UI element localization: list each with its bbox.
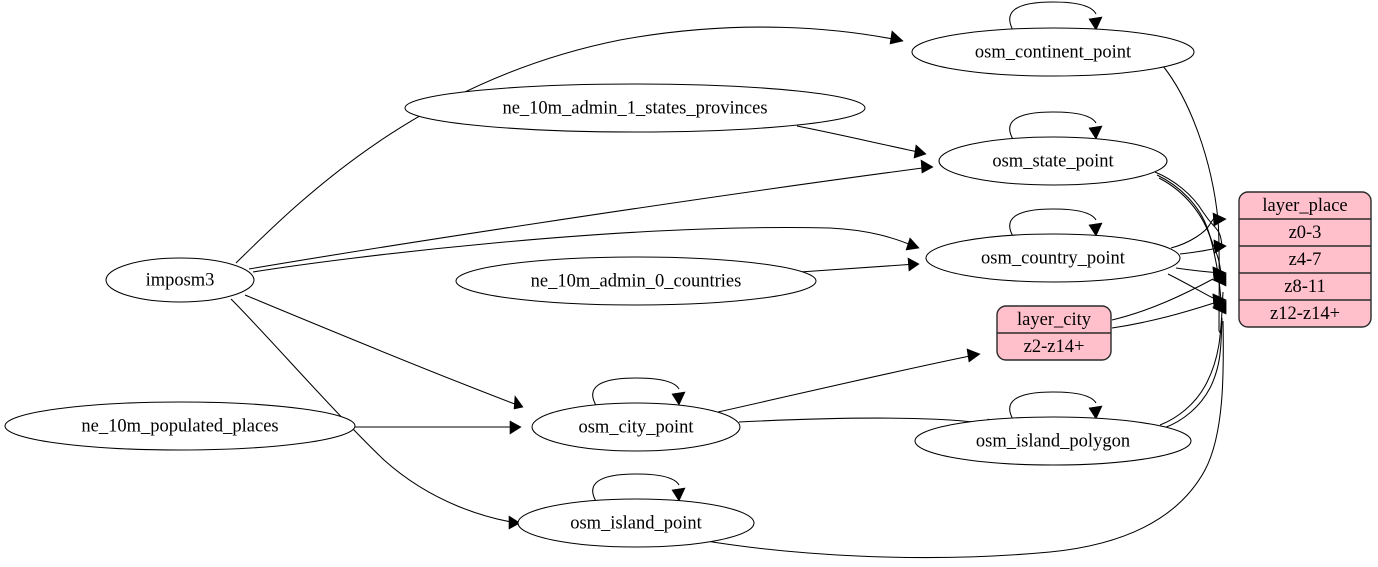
record-row-layer_place-z4-7[interactable]: z4-7	[1289, 250, 1322, 270]
edge-imposm3-to-osm_city_point	[244, 294, 524, 410]
edge-ne_10m_populated_places-to-osm_city_point	[355, 420, 522, 435]
edge-imposm3-to-osm_continent_point	[235, 26, 904, 264]
node-osm_city_point[interactable]: osm_city_point	[531, 402, 741, 452]
node-ellipse-osm_island_polygon[interactable]	[914, 416, 1192, 466]
record-layer_place[interactable]: layer_place z0-3 z4-7 z8-11 z12-z14+	[1238, 191, 1372, 328]
edges-layer	[230, 1, 1227, 559]
node-ellipse-osm_state_point[interactable]	[938, 136, 1168, 186]
node-label-imposm3: imposm3	[146, 270, 215, 290]
edge-osm_island_point-to-layer_place-z12-z14	[699, 301, 1227, 559]
node-ellipse-osm_continent_point[interactable]	[911, 27, 1195, 77]
edge-ne_10m_admin_1_states_provinces-to-osm_state_point	[796, 125, 927, 159]
edge-self-osm_country_point	[1009, 208, 1103, 239]
nodes-layer: imposm3 ne_10m_populated_places ne_10m_a…	[4, 27, 1195, 548]
edge-osm_country_point-to-layer_place-z4-7	[1179, 239, 1227, 255]
node-osm_state_point[interactable]: osm_state_point	[938, 136, 1168, 186]
edge-osm_city_point-to-layer_city-z2-z14	[717, 348, 981, 413]
node-label-osm_island_polygon: osm_island_polygon	[976, 431, 1130, 451]
node-ne_10m_admin_0_countries[interactable]: ne_10m_admin_0_countries	[455, 256, 817, 306]
node-ellipse-osm_country_point[interactable]	[925, 233, 1181, 283]
node-osm_country_point[interactable]: osm_country_point	[925, 233, 1181, 283]
node-label-osm_island_point: osm_island_point	[570, 513, 702, 533]
node-label-ne_10m_admin_1_states_provinces: ne_10m_admin_1_states_provinces	[502, 98, 767, 118]
edge-imposm3-to-osm_island_point	[230, 298, 521, 530]
node-label-ne_10m_admin_0_countries: ne_10m_admin_0_countries	[531, 271, 742, 291]
record-box-layer_place[interactable]	[1238, 191, 1372, 328]
record-row-layer_city-header: layer_city	[1017, 310, 1092, 330]
edge-layer_city-to-layer_place-z12-z14	[1111, 293, 1227, 329]
node-ellipse-ne_10m_admin_1_states_provinces[interactable]	[404, 83, 866, 133]
node-ne_10m_populated_places[interactable]: ne_10m_populated_places	[4, 401, 356, 451]
record-row-layer_place-z12-z14[interactable]: z12-z14+	[1270, 304, 1340, 324]
edge-self-osm_island_point	[592, 473, 686, 504]
node-label-osm_city_point: osm_city_point	[578, 417, 694, 437]
node-ellipse-ne_10m_admin_0_countries[interactable]	[455, 256, 817, 306]
edge-self-osm_continent_point	[1009, 1, 1103, 33]
node-label-ne_10m_populated_places: ne_10m_populated_places	[81, 416, 278, 436]
edge-self-osm_state_point	[1009, 111, 1103, 142]
record-row-layer_city-z2-z14[interactable]: z2-z14+	[1024, 337, 1085, 357]
edge-imposm3-to-osm_country_point	[252, 227, 920, 273]
node-osm_island_polygon[interactable]: osm_island_polygon	[914, 416, 1192, 466]
node-ellipse-osm_island_point[interactable]	[517, 498, 755, 548]
edge-osm_island_polygon-to-layer_place-z12-z14	[1163, 300, 1227, 429]
node-label-osm_state_point: osm_state_point	[992, 151, 1114, 171]
node-osm_island_point[interactable]: osm_island_point	[517, 498, 755, 548]
edge-self-osm_island_polygon	[1009, 391, 1103, 422]
record-row-layer_place-z8-11[interactable]: z8-11	[1284, 277, 1325, 297]
node-osm_continent_point[interactable]: osm_continent_point	[911, 27, 1195, 77]
node-label-osm_continent_point: osm_continent_point	[975, 42, 1132, 62]
record-row-layer_place-header: layer_place	[1262, 196, 1347, 216]
record-row-layer_place-z0-3[interactable]: z0-3	[1289, 223, 1322, 243]
node-ellipse-ne_10m_populated_places[interactable]	[4, 401, 356, 451]
records-layer: layer_city z2-z14+ layer_place z0-3 z4-7…	[996, 191, 1372, 361]
node-label-osm_country_point: osm_country_point	[981, 248, 1126, 268]
node-ne_10m_admin_1_states_provinces[interactable]: ne_10m_admin_1_states_provinces	[404, 83, 866, 133]
node-imposm3[interactable]: imposm3	[105, 257, 255, 303]
edge-imposm3-to-osm_state_point	[248, 159, 934, 270]
node-ellipse-osm_city_point[interactable]	[531, 402, 741, 452]
edge-ne_10m_admin_0_countries-to-osm_country_point	[799, 257, 920, 273]
edge-osm_country_point-to-layer_place-z0-3	[1170, 212, 1227, 249]
edge-self-osm_city_point	[592, 377, 686, 408]
node-ellipse-imposm3[interactable]	[105, 257, 255, 303]
record-layer_city[interactable]: layer_city z2-z14+	[996, 305, 1112, 361]
